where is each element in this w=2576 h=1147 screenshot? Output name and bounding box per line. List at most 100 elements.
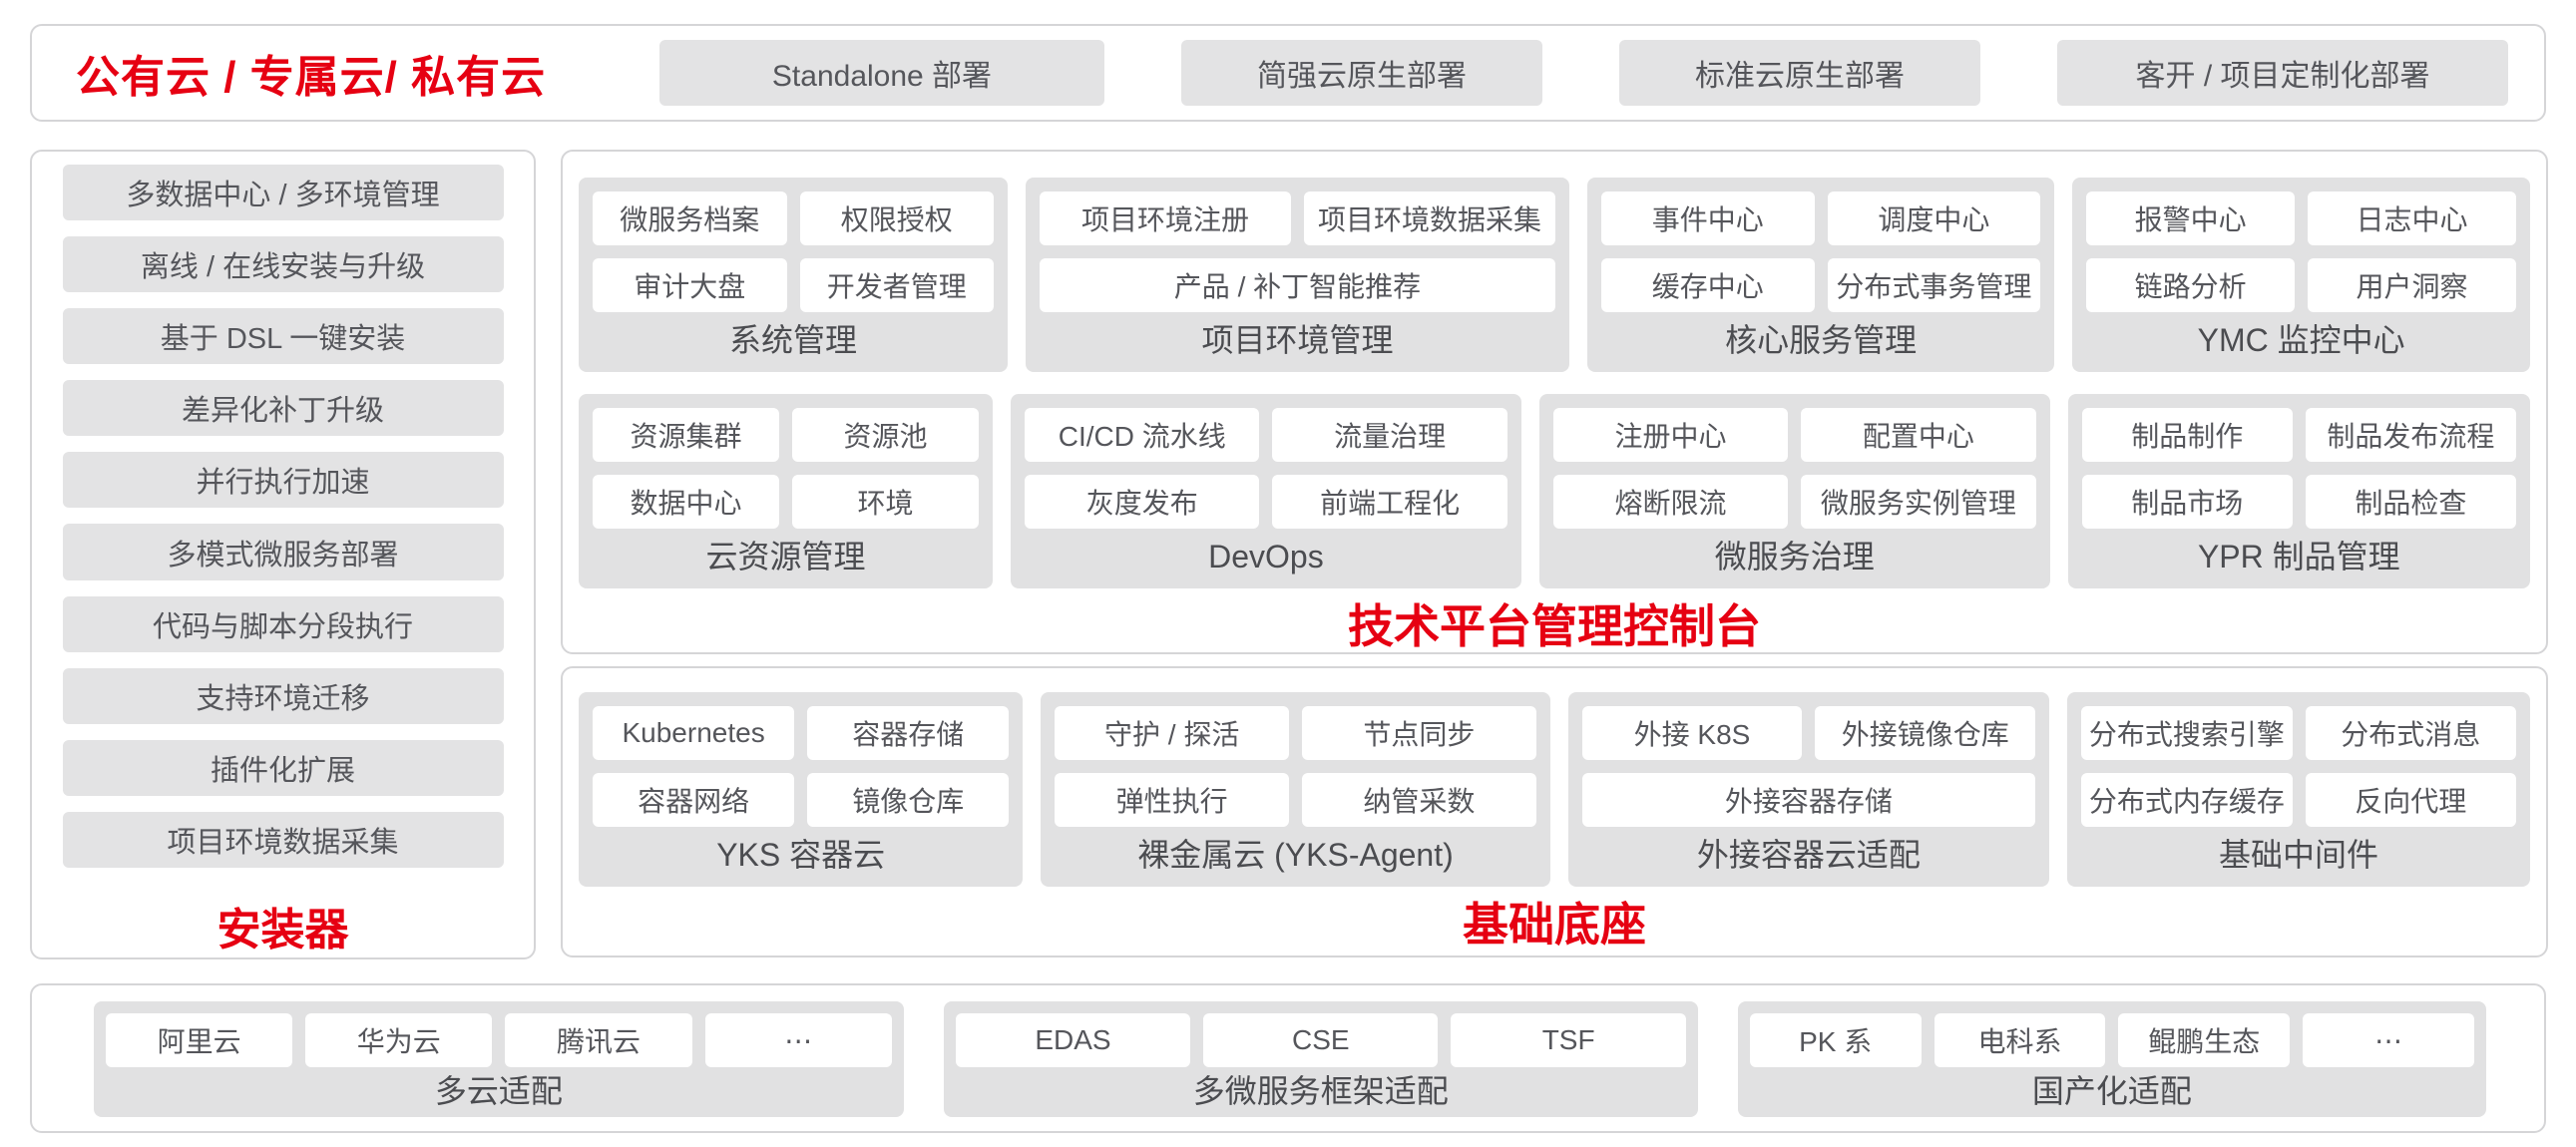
group-label: 微服务治理 [1714,539,1875,574]
module-chip: 项目环境数据采集 [1303,191,1555,245]
ecosystem-chip: 鲲鹏生态 [2118,1013,2291,1067]
module-chip: 外接镜像仓库 [1815,706,2036,760]
module-chip: 灰度发布 [1025,475,1260,529]
module-chip: 容器网络 [593,773,795,827]
group-label: YPR 制品管理 [2197,539,2400,574]
cloud-types-title: 公有云 / 专属云/ 私有云 [76,53,547,102]
module-chip: 反向代理 [2305,773,2516,827]
framework-chip: TSF [1451,1013,1686,1067]
module-chip: 事件中心 [1600,191,1815,245]
vendor-chip: 华为云 [305,1013,493,1067]
chip-row: 熔断限流 微服务实例管理 [1552,475,2036,529]
group-label: 多微服务框架适配 [1192,1073,1449,1109]
chip-row: 审计大盘 开发者管理 [593,258,995,312]
group-yks-container-cloud: Kubernetes 容器存储 容器网络 镜像仓库 YKS 容器云 [579,692,1024,887]
chip-row: 报警中心 日志中心 [2086,191,2516,245]
console-panel: 微服务档案 权限授权 审计大盘 开发者管理 系统管理 项目环境注册 项目环境数据… [561,150,2548,654]
deploy-mode-chip: 简强云原生部署 [1181,40,1542,106]
module-chip: 流量治理 [1272,408,1507,462]
module-chip: 分布式搜索引擎 [2081,706,2293,760]
console-group-row-1: 微服务档案 权限授权 审计大盘 开发者管理 系统管理 项目环境注册 项目环境数据… [579,178,2530,372]
installer-item: 多模式微服务部署 [62,524,504,580]
chip-row: 缓存中心 分布式事务管理 [1600,258,2041,312]
chip-row: 制品市场 制品检查 [2081,475,2516,529]
installer-item: 离线 / 在线安装与升级 [62,236,504,293]
module-chip: 制品制作 [2081,408,2293,462]
deploy-mode-chip: 客开 / 项目定制化部署 [2057,40,2508,106]
vendor-chip: 腾讯云 [505,1013,692,1067]
module-chip: 配置中心 [1801,408,2036,462]
installer-panel: 多数据中心 / 多环境管理 离线 / 在线安装与升级 基于 DSL 一键安装 差… [30,150,536,959]
chip-row: 容器网络 镜像仓库 [593,773,1010,827]
module-chip: 资源池 [792,408,980,462]
foundation-panel: Kubernetes 容器存储 容器网络 镜像仓库 YKS 容器云 守护 / 探… [561,666,2548,957]
group-label: YKS 容器云 [716,837,886,873]
chip-row: 守护 / 探活 节点同步 [1055,706,1536,760]
installer-title: 安装器 [216,905,349,955]
deploy-mode-chip: 标准云原生部署 [1619,40,1980,106]
module-chip: 节点同步 [1302,706,1536,760]
group-label: 国产化适配 [2031,1073,2192,1109]
foundation-title: 基础底座 [1463,899,1646,951]
module-chip: 镜像仓库 [807,773,1010,827]
group-ymc-monitoring: 报警中心 日志中心 链路分析 用户洞察 YMC 监控中心 [2072,178,2530,372]
module-chip: 容器存储 [807,706,1010,760]
framework-chip: EDAS [955,1013,1191,1067]
module-chip: 审计大盘 [593,258,787,312]
adapter-bar-panel: 阿里云 华为云 腾讯云 ⋯ 多云适配 EDAS CSE TSF 多微服务框架适配… [30,983,2546,1133]
chip-row: 微服务档案 权限授权 [593,191,995,245]
module-chip: 项目环境注册 [1040,191,1291,245]
module-chip: CI/CD 流水线 [1025,408,1260,462]
foundation-group-row: Kubernetes 容器存储 容器网络 镜像仓库 YKS 容器云 守护 / 探… [579,692,2530,887]
group-microservice-framework-adaptation: EDAS CSE TSF 多微服务框架适配 [943,1001,1698,1117]
console-group-row-2: 资源集群 资源池 数据中心 环境 云资源管理 CI/CD 流水线 流量治理 灰度… [579,394,2530,588]
chip-row: 事件中心 调度中心 [1600,191,2041,245]
module-chip: 注册中心 [1552,408,1789,462]
chip-row: 产品 / 补丁智能推荐 [1040,258,1555,312]
group-label: 云资源管理 [705,539,866,574]
group-domestic-adaptation: PK 系 电科系 鲲鹏生态 ⋯ 国产化适配 [1737,1001,2486,1117]
module-chip: 权限授权 [799,191,995,245]
installer-item: 基于 DSL 一键安装 [62,308,504,365]
module-chip: 开发者管理 [799,258,995,312]
module-chip: 产品 / 补丁智能推荐 [1040,258,1555,312]
ellipsis-chip: ⋯ [2303,1013,2474,1067]
group-core-service-management: 事件中心 调度中心 缓存中心 分布式事务管理 核心服务管理 [1586,178,2055,372]
chip-row: 分布式搜索引擎 分布式消息 [2081,706,2516,760]
group-external-container-cloud: 外接 K8S 外接镜像仓库 外接容器存储 外接容器云适配 [1567,692,2050,887]
group-label: 核心服务管理 [1725,322,1918,358]
deploy-modes-row: Standalone 部署 简强云原生部署 标准云原生部署 客开 / 项目定制化… [659,40,2508,106]
group-label: 项目环境管理 [1201,322,1394,358]
group-devops: CI/CD 流水线 流量治理 灰度发布 前端工程化 DevOps [1011,394,1521,588]
vendor-chip: 阿里云 [106,1013,293,1067]
module-chip: 外接 K8S [1581,706,1803,760]
installer-item: 差异化补丁升级 [62,380,504,437]
module-chip: 熔断限流 [1552,475,1789,529]
group-microservice-governance: 注册中心 配置中心 熔断限流 微服务实例管理 微服务治理 [1538,394,2050,588]
chip-row: 制品制作 制品发布流程 [2081,408,2516,462]
chip-row: 注册中心 配置中心 [1552,408,2036,462]
group-basic-middleware: 分布式搜索引擎 分布式消息 分布式内存缓存 反向代理 基础中间件 [2067,692,2530,887]
group-project-env-management: 项目环境注册 项目环境数据采集 产品 / 补丁智能推荐 项目环境管理 [1026,178,1569,372]
chip-row: CI/CD 流水线 流量治理 [1025,408,1507,462]
module-chip: 环境 [792,475,980,529]
module-chip: 微服务实例管理 [1801,475,2036,529]
group-label: 外接容器云适配 [1696,837,1921,873]
module-chip: 外接容器存储 [1581,773,2036,827]
chip-row: PK 系 电科系 鲲鹏生态 ⋯ [1749,1013,2474,1067]
module-chip: 链路分析 [2086,258,2296,312]
chip-row: 项目环境注册 项目环境数据采集 [1040,191,1555,245]
chip-row: 分布式内存缓存 反向代理 [2081,773,2516,827]
installer-item: 代码与脚本分段执行 [62,595,504,652]
ellipsis-chip: ⋯ [704,1013,892,1067]
group-cloud-resource-management: 资源集群 资源池 数据中心 环境 云资源管理 [579,394,994,588]
installer-item: 插件化扩展 [62,739,504,796]
group-multi-cloud-adaptation: 阿里云 华为云 腾讯云 ⋯ 多云适配 [94,1001,904,1117]
group-label: 基础中间件 [2219,837,2379,873]
group-ypr-artifact-management: 制品制作 制品发布流程 制品市场 制品检查 YPR 制品管理 [2067,394,2530,588]
group-label: YMC 监控中心 [2197,322,2405,358]
group-label: DevOps [1208,539,1324,574]
group-system-management: 微服务档案 权限授权 审计大盘 开发者管理 系统管理 [579,178,1009,372]
chip-row: 阿里云 华为云 腾讯云 ⋯ [106,1013,892,1067]
chip-row: EDAS CSE TSF [955,1013,1686,1067]
